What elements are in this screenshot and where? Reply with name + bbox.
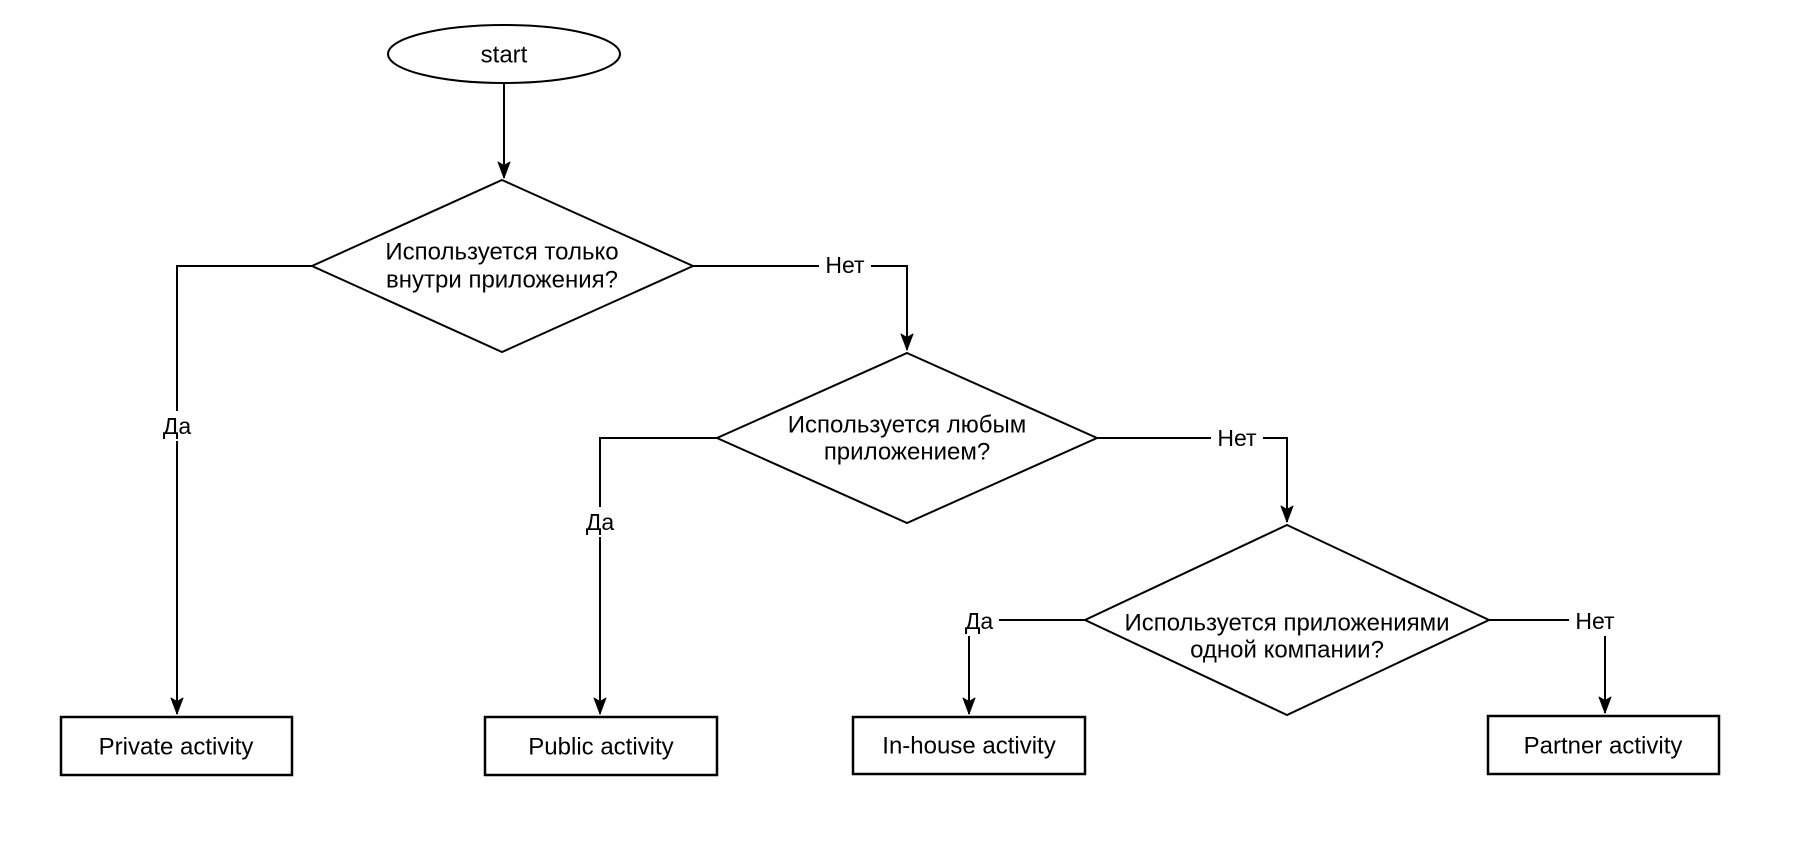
decision1-label-line2: внутри приложения? xyxy=(386,267,618,294)
decision3-node xyxy=(1082,523,1492,717)
decision1-node xyxy=(309,178,696,354)
edge-decision1-no-label: Нет xyxy=(825,252,865,278)
partner-activity-label: Partner activity xyxy=(1524,733,1683,760)
edge-label-background xyxy=(959,606,999,636)
inhouse-activity-label: In-house activity xyxy=(882,733,1055,760)
decision1-label-line1: Используется только xyxy=(385,239,618,266)
start-node-label: start xyxy=(481,42,528,69)
edge-label-background xyxy=(819,250,871,280)
decision2-label-line1: Используется любым xyxy=(788,412,1026,439)
edge-decision1-no xyxy=(693,265,914,351)
edge-label-background xyxy=(1211,423,1263,453)
edge-decision1-yes-label: Да xyxy=(163,413,192,439)
edge-label-background xyxy=(1569,606,1621,636)
decision2-node xyxy=(714,351,1100,525)
edge-decision2-no-label: Нет xyxy=(1217,425,1257,451)
private-activity-node xyxy=(59,715,294,777)
edge-decision2-yes-label: Да xyxy=(586,509,615,535)
edge-label-background xyxy=(580,507,620,537)
public-activity-node xyxy=(483,715,719,777)
public-activity-label: Public activity xyxy=(528,734,673,761)
edge-decision2-yes xyxy=(593,437,717,715)
decision2-label-line2: приложением? xyxy=(824,439,990,466)
start-node xyxy=(387,24,621,84)
edge-decision1-yes xyxy=(170,265,312,715)
private-activity-label: Private activity xyxy=(99,734,254,761)
partner-activity-node xyxy=(1486,714,1721,776)
edge-decision3-yes-label: Да xyxy=(965,608,994,634)
edge-decision3-no-label: Нет xyxy=(1575,608,1615,634)
edge-label-background xyxy=(157,411,197,441)
decision3-label-line1: Используется приложениями xyxy=(1124,610,1449,637)
edge-decision2-no xyxy=(1097,437,1294,523)
decision3-label-line2: одной компании? xyxy=(1190,637,1384,664)
inhouse-activity-node xyxy=(851,715,1087,776)
